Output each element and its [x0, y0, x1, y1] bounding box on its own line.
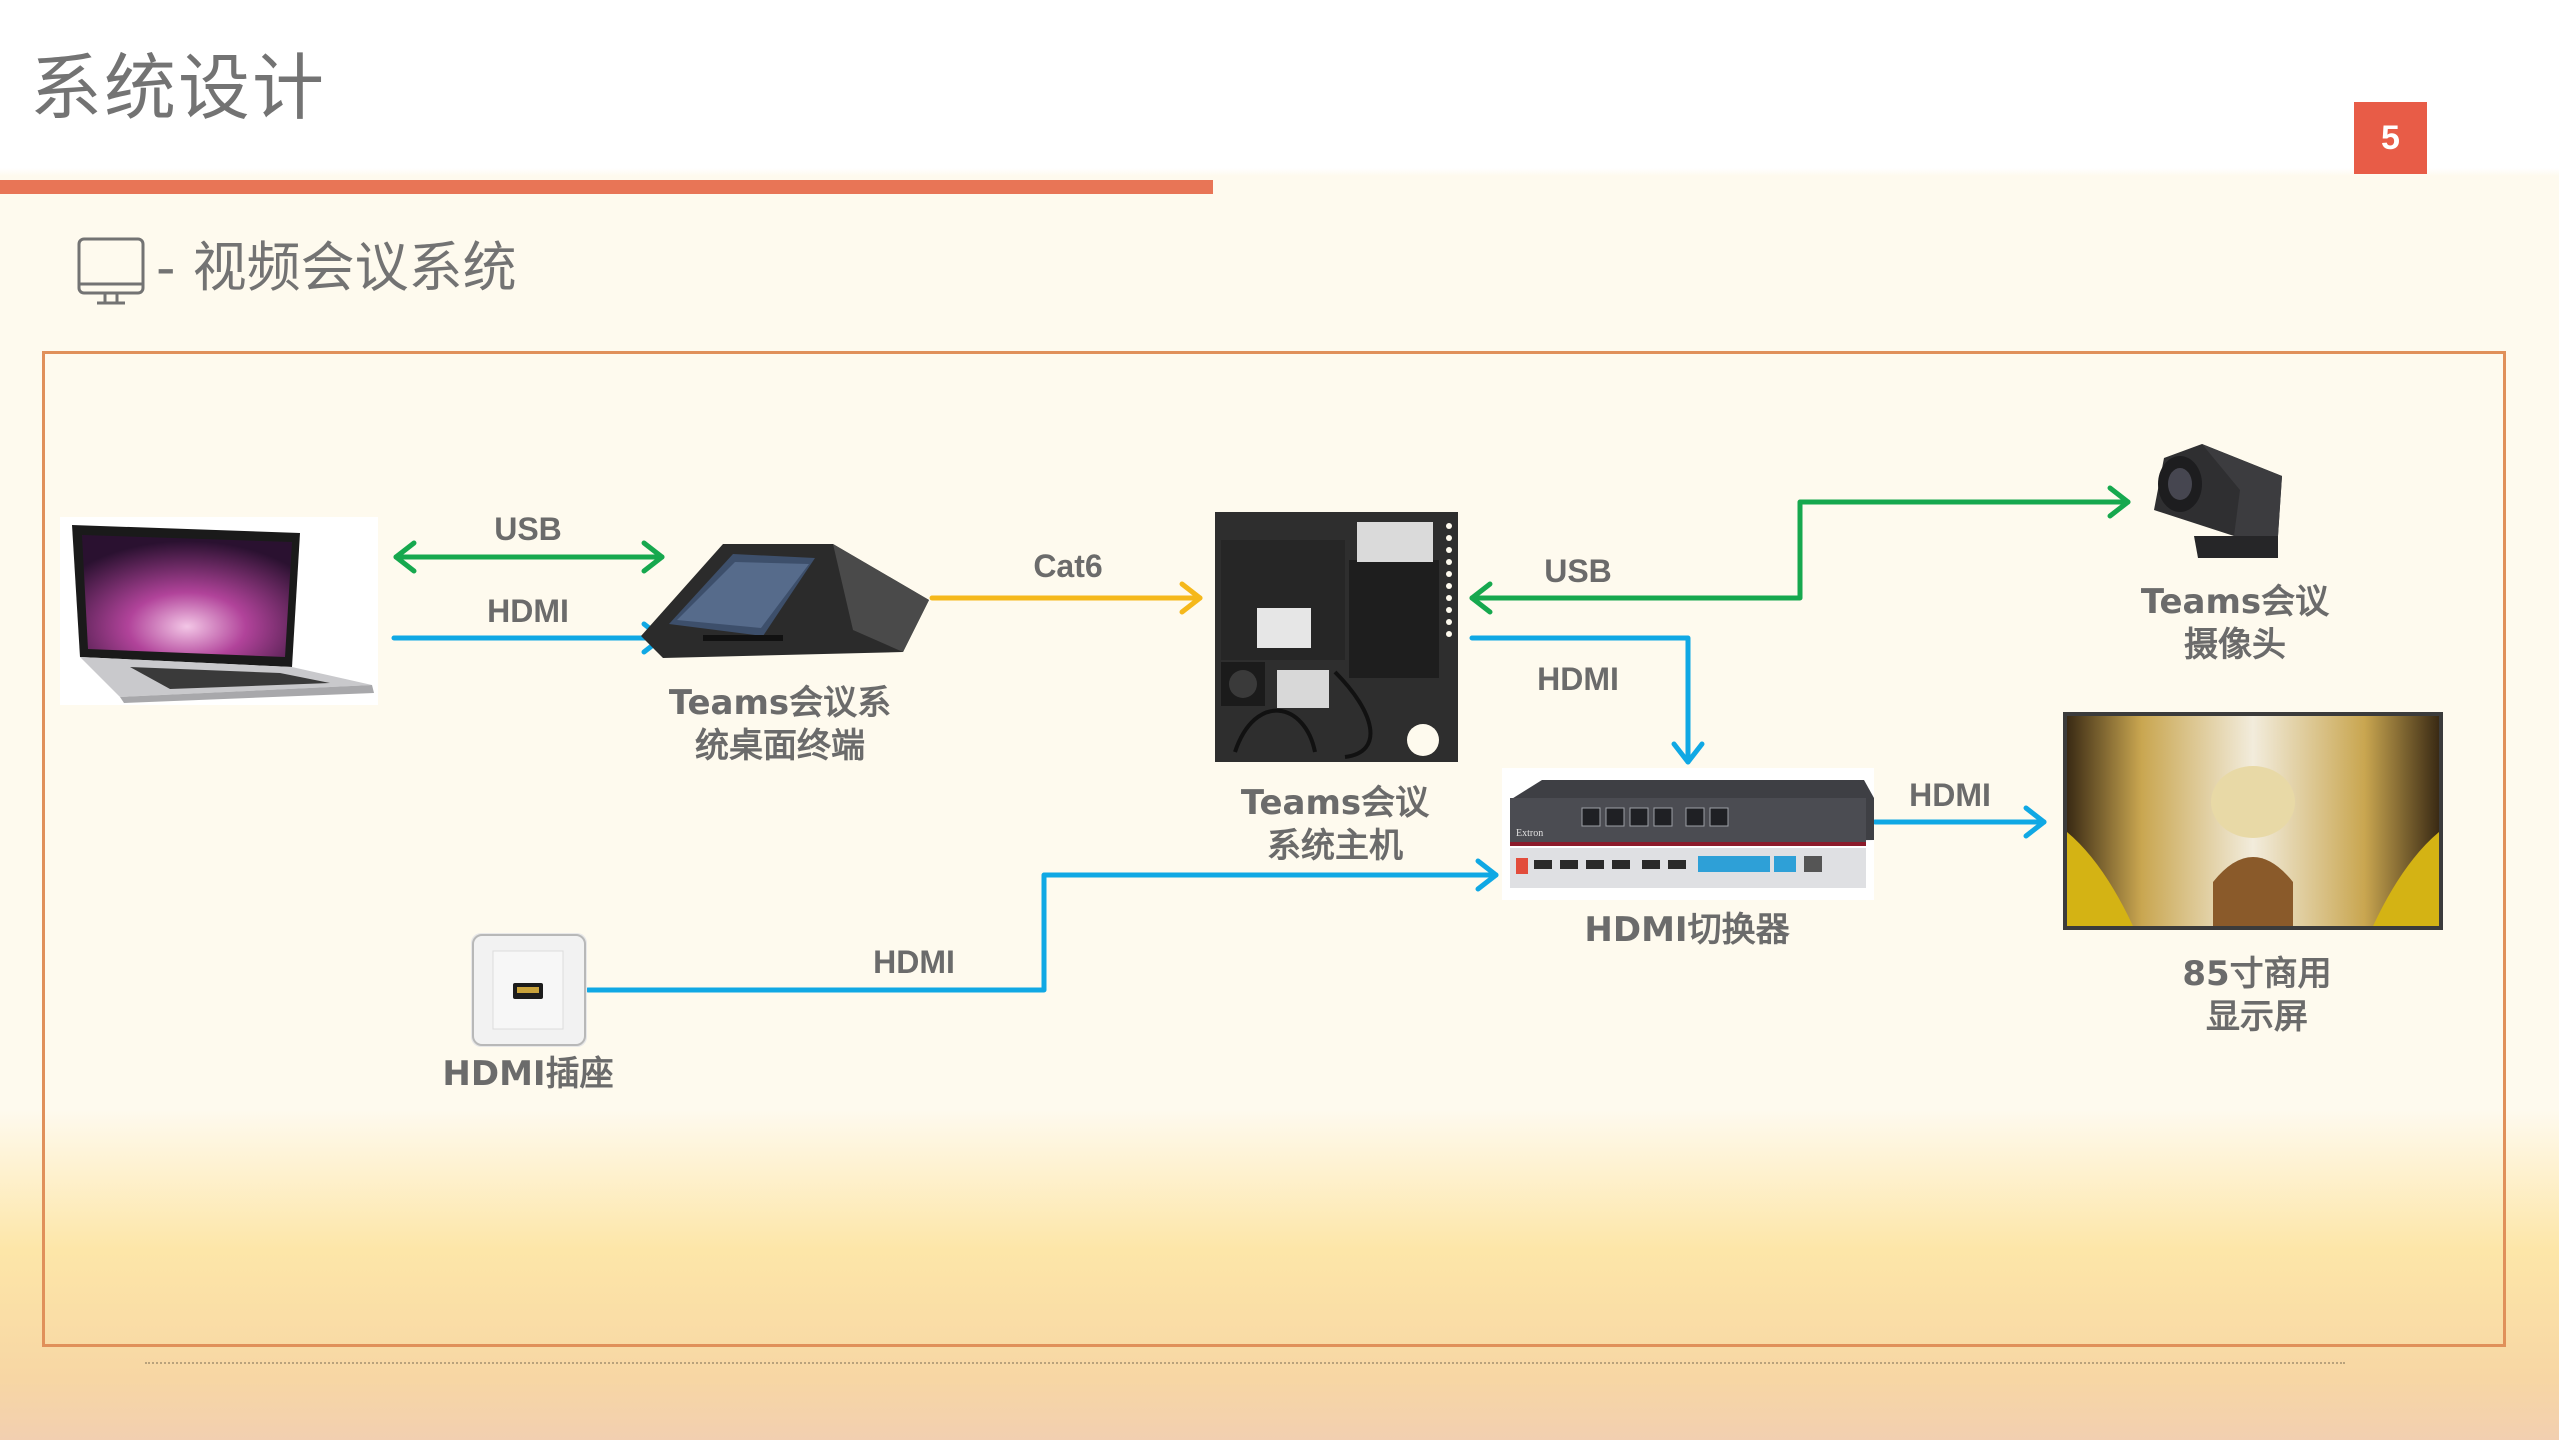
label-line: 85寸商用	[2182, 954, 2332, 994]
display-label: 85寸商用 显示屏	[2182, 953, 2331, 1039]
camera-label: Teams会议 摄像头	[2141, 581, 2329, 667]
section-subtitle: - 视频会议系统	[156, 236, 517, 299]
hdmi-socket-image	[471, 933, 587, 1047]
connector-cat6-terminal-host	[929, 581, 1203, 615]
hdmi-switcher-label: HDMI切换器	[1584, 910, 1790, 950]
connection-label: USB	[494, 511, 562, 547]
label-line: 系统主机	[1266, 826, 1403, 866]
connection-label: HDMI	[873, 944, 955, 980]
label-line: Teams会议	[2140, 582, 2330, 622]
diagram-frame	[42, 351, 2506, 1347]
desk-terminal-label: Teams会议系 统桌面终端	[669, 682, 891, 768]
connector-hdmi-socket-switcher	[585, 858, 1499, 993]
label-line: Teams会议	[1240, 783, 1430, 823]
display-image	[2063, 712, 2443, 930]
hdmi-switcher-image: Extron	[1502, 768, 1874, 900]
connector-usb-host-camera	[1469, 485, 2131, 615]
label-line: 显示屏	[2205, 997, 2308, 1037]
title-accent-bar	[0, 180, 1213, 194]
desk-terminal-image	[641, 544, 929, 658]
host-image	[1215, 512, 1458, 762]
connection-label: Cat6	[1033, 548, 1103, 584]
label-line: Teams会议系	[668, 683, 892, 723]
slide-title: 系统设计	[30, 46, 327, 130]
connector-hdmi-switcher-display	[1872, 805, 2047, 839]
connection-label: HDMI	[1909, 777, 1991, 813]
connector-usb-laptop-terminal	[393, 540, 665, 574]
laptop-image	[60, 517, 378, 705]
footer-divider	[145, 1362, 2345, 1364]
connection-label: USB	[1544, 553, 1612, 589]
monitor-icon	[77, 237, 145, 305]
camera-image	[2154, 444, 2282, 558]
connector-hdmi-host-switcher	[1469, 635, 1705, 765]
connection-label: HDMI	[487, 593, 569, 629]
hdmi-socket-label: HDMI插座	[442, 1054, 614, 1094]
host-label: Teams会议 系统主机	[1241, 782, 1429, 868]
switcher-brand-text: Extron	[1516, 828, 1543, 839]
connection-label: HDMI	[1537, 661, 1619, 697]
page-number-badge: 5	[2354, 102, 2427, 174]
label-line: 统桌面终端	[694, 726, 865, 766]
label-line: 摄像头	[2183, 625, 2286, 665]
